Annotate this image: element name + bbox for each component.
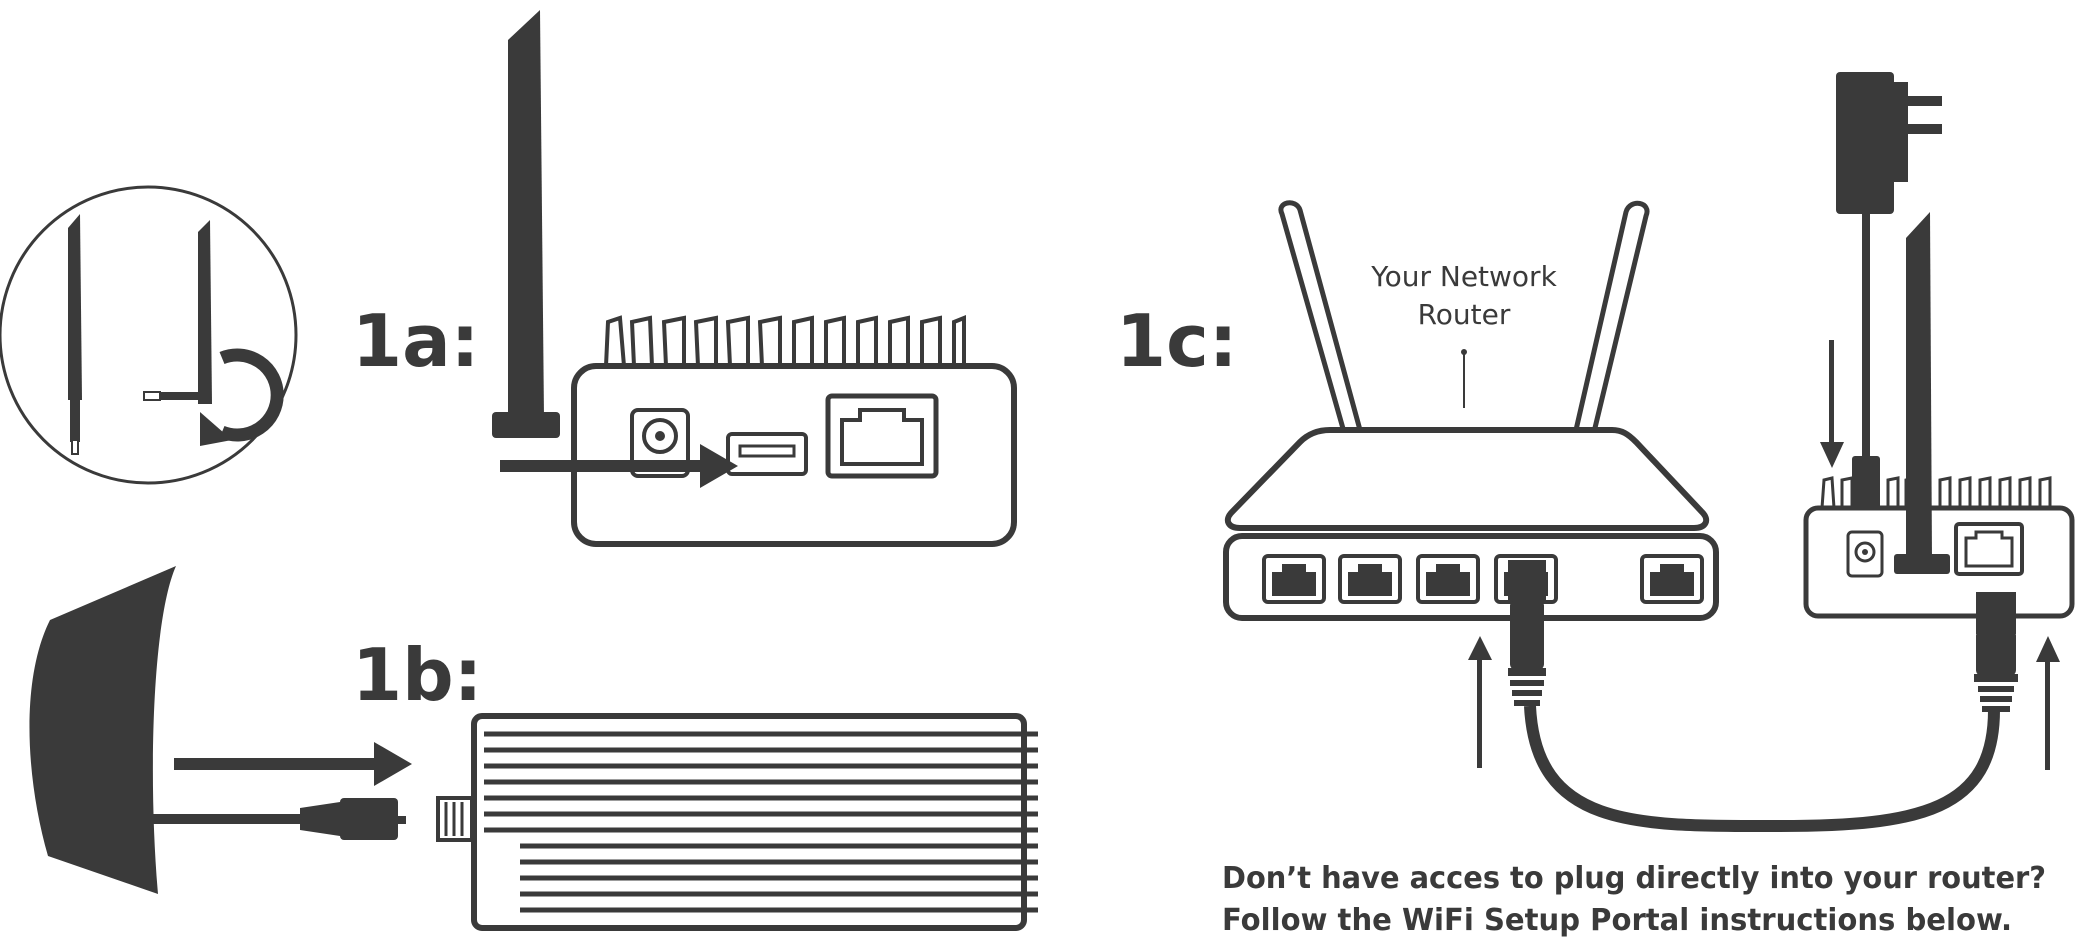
step-label-1a: 1a: — [352, 299, 479, 383]
dome-antenna-icon — [29, 566, 406, 894]
insert-arrow — [500, 444, 738, 488]
step-label-1c: 1c: — [1116, 299, 1238, 383]
gateway-device-1c — [1803, 212, 2075, 619]
ethernet-cable-icon — [1508, 560, 2018, 833]
ethernet-port-icon — [825, 393, 939, 479]
antenna-icon — [68, 214, 82, 455]
insert-arrow — [174, 742, 412, 786]
power-jack-icon — [630, 408, 690, 478]
antenna-icon — [1894, 212, 1950, 574]
usb-port-icon — [726, 432, 808, 476]
ethernet-port-icon — [1954, 522, 2024, 576]
router-label-line1: Your Network — [1370, 260, 1557, 293]
router-label-line2: Router — [1418, 298, 1511, 331]
heatsink-fins — [603, 315, 966, 368]
note-line-1: Don’t have acces to plug directly into y… — [1222, 861, 2046, 896]
insert-arrow-up — [1468, 636, 1492, 768]
router-icon — [1223, 200, 1719, 621]
gateway-device-1b — [436, 713, 1038, 931]
note-line-2: Follow the WiFi Setup Portal instruction… — [1222, 903, 2012, 938]
ethernet-plug — [1508, 560, 1546, 706]
step-label-1b: 1b: — [352, 633, 482, 717]
power-jack-icon — [1846, 530, 1884, 578]
rotate-arrow-icon — [200, 348, 284, 446]
insert-arrow-down — [1820, 340, 1844, 468]
gateway-device-1a — [500, 315, 1017, 547]
antenna-rotation-inset — [0, 185, 298, 485]
antenna-icon — [492, 10, 560, 438]
ethernet-plug — [1974, 592, 2018, 712]
coax-port-icon — [436, 796, 474, 842]
antenna-icon — [143, 220, 212, 404]
coax-connector-icon — [300, 798, 406, 840]
insert-arrow-up — [2036, 636, 2060, 770]
